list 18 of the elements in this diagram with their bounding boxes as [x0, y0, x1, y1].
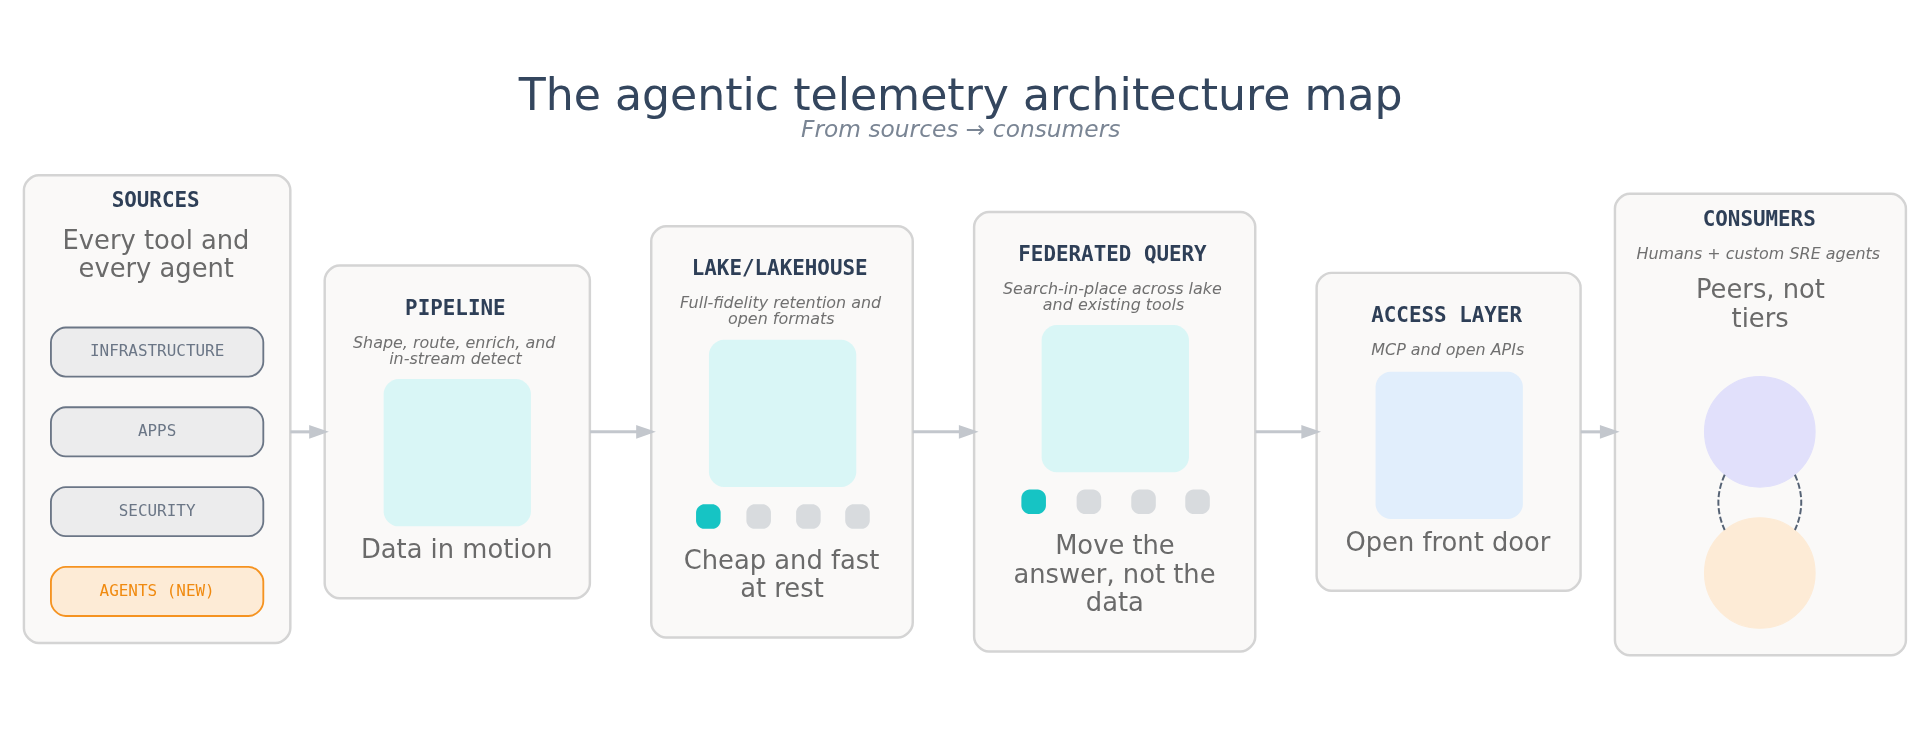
node-circle [1703, 516, 1816, 629]
node-box: INFRASTRUCTURE [50, 326, 265, 377]
arrow [912, 424, 979, 439]
node-box: AGENTS (NEW) [50, 565, 265, 617]
node-box: ACCESS LAYER MCP and open APIs Open front door [1315, 271, 1582, 592]
node-box: SECURITY [50, 485, 265, 537]
node-box: PIPELINE Shape, route, enrich, and in-stream detect Data in motion [323, 263, 592, 599]
connector [1793, 473, 1803, 531]
arrow [290, 424, 329, 439]
arrow [590, 424, 656, 439]
connector [1717, 473, 1726, 531]
node-circle [1703, 375, 1816, 488]
cluster: CONSUMERS Humans + custom SRE agents Peers, not tiers [1613, 191, 1908, 656]
arrow [1255, 424, 1322, 439]
arrow [1580, 424, 1620, 439]
node-box: LAKE/LAKEHOUSE Full-fidelity retention and open formats Cheap and fast at rest [650, 224, 914, 639]
node-box: FEDERATED QUERY Search-in-place across lake and existing tools Move the answer, not the data [972, 210, 1257, 653]
node-box: APPS [50, 405, 265, 457]
